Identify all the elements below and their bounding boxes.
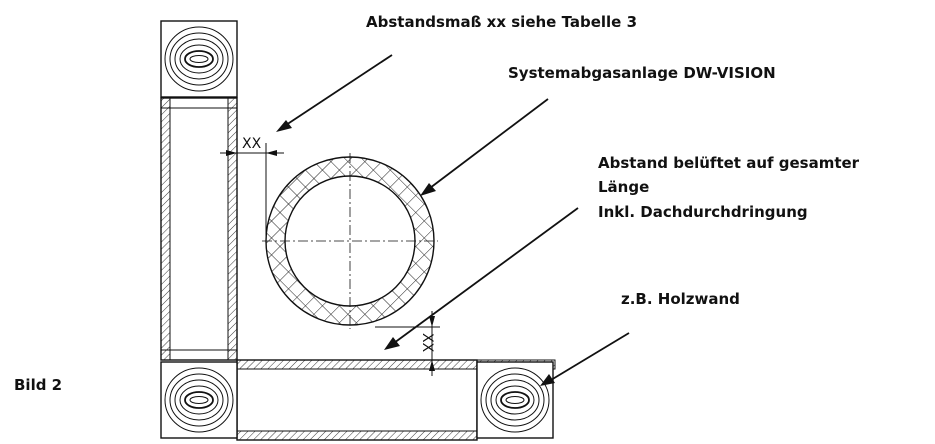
leader-ventilated: [384, 207, 579, 350]
vertical-clearance-dimension: XX: [375, 311, 440, 376]
horizontal-clearance-dimension: XX: [220, 126, 284, 241]
timber-post-corner: [160, 361, 238, 439]
timber-post-top: [160, 20, 238, 98]
horizontal-dimension-mark: XX: [242, 136, 262, 152]
leader-wall: [540, 332, 630, 386]
leader-system: [420, 98, 549, 196]
timber-post-right: [476, 361, 554, 439]
figure-label: Bild 2: [14, 376, 62, 394]
vertical-wall: [160, 97, 238, 361]
label-clearance: Abstandsmaß xx siehe Tabelle 3: [366, 13, 637, 31]
label-wall: z.B. Holzwand: [621, 290, 740, 308]
label-system: Systemabgasanlage DW-VISION: [508, 64, 776, 82]
leader-clearance: [276, 54, 393, 132]
label-ventilated-line2: Länge: [598, 178, 649, 196]
vertical-dimension-mark: XX: [419, 333, 435, 353]
label-ventilated-line3: Inkl. Dachdurchdringung: [598, 203, 808, 221]
label-ventilated-line1: Abstand belüftet auf gesamter: [598, 154, 860, 172]
flue-pipe: [262, 153, 438, 329]
